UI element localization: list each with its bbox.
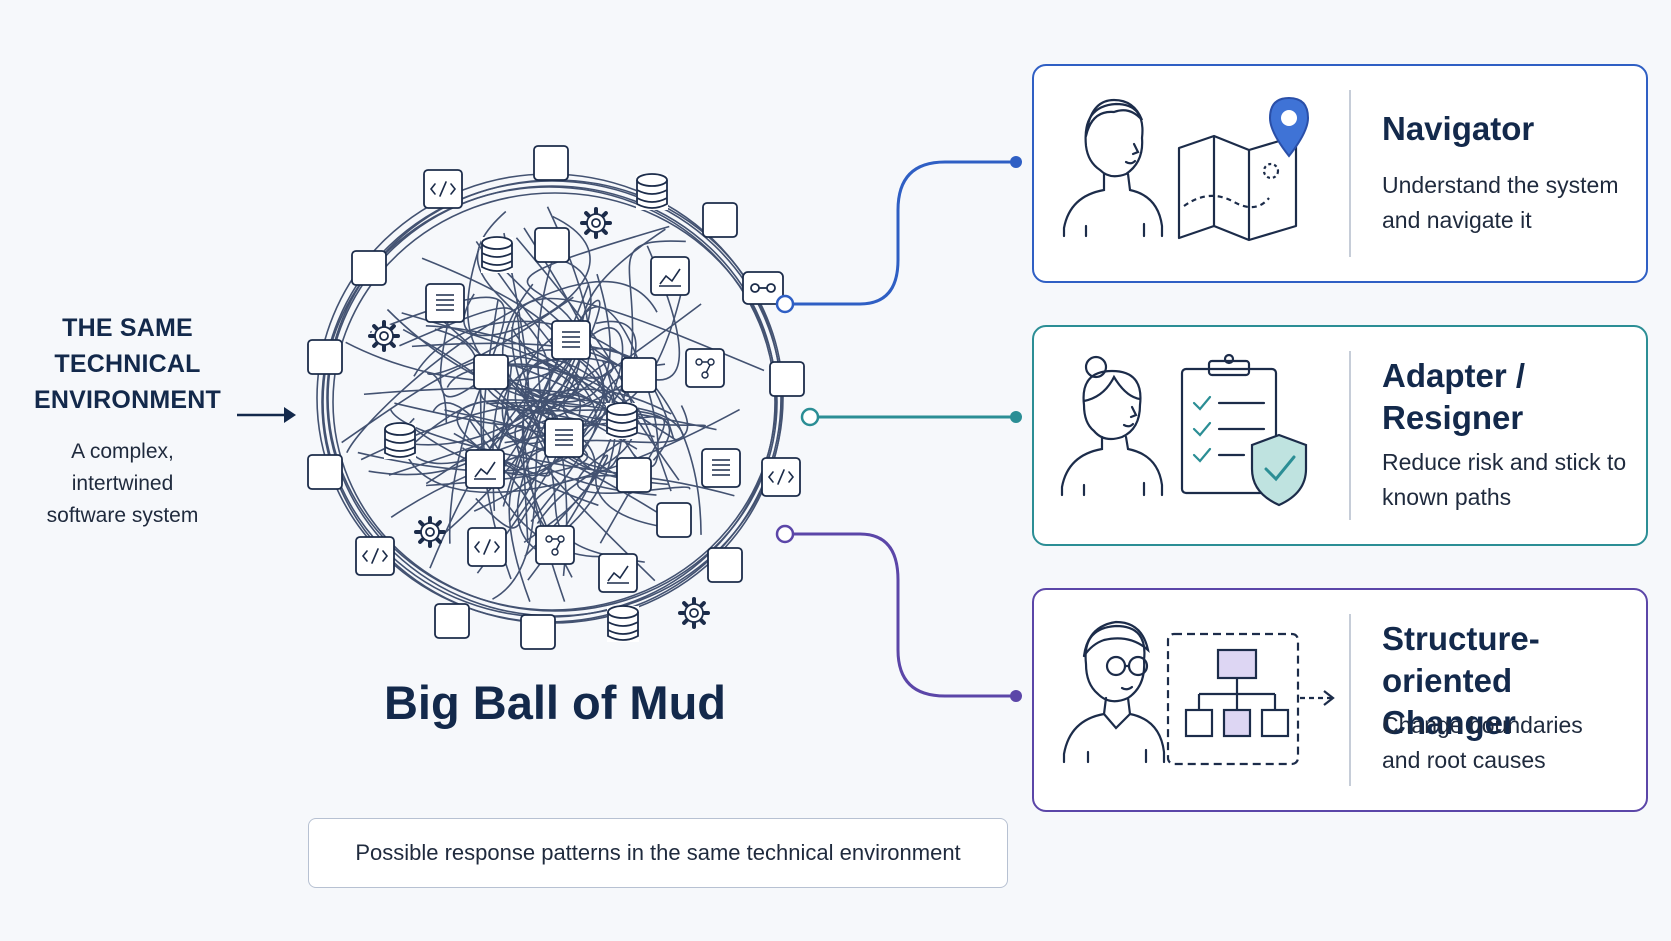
card-structure-oriented-changer: Structure-oriented Changer Change bounda…: [1032, 588, 1648, 812]
gear-icon: [368, 320, 400, 352]
card-divider: [1349, 614, 1351, 786]
doc-icon: [551, 320, 591, 360]
card-title: Adapter / Resigner: [1382, 355, 1636, 439]
doc-icon: [544, 418, 584, 458]
tangled-lines: [316, 173, 784, 624]
card-title-line: Changer: [1382, 704, 1516, 741]
connector-adapter: [800, 407, 1022, 427]
db-icon: [636, 173, 668, 210]
changer-illustration: [1062, 620, 1335, 766]
map-icon: [1177, 134, 1298, 242]
module-node: [769, 361, 805, 397]
card-description-line: known paths: [1382, 484, 1512, 510]
module-node: [351, 250, 387, 286]
environment-subtitle-line: A complex,: [71, 440, 174, 463]
flow-icon: [685, 348, 725, 388]
navigator-illustration: [1062, 96, 1310, 242]
toggle-icon: [742, 271, 784, 305]
checklist-clipboard-icon: [1180, 353, 1278, 495]
card-description: Understand the system and navigate it: [1382, 168, 1636, 238]
module-node: [434, 603, 470, 639]
module-node: [307, 339, 343, 375]
card-description-line: Reduce risk and stick to: [1382, 449, 1627, 475]
adapter-illustration: [1060, 353, 1308, 507]
db-icon: [481, 236, 513, 273]
db-icon: [384, 422, 416, 459]
card-divider: [1349, 90, 1351, 257]
db-icon: [607, 605, 639, 642]
card-title: Navigator: [1382, 108, 1636, 150]
environment-title-line: ENVIRONMENT: [34, 386, 221, 414]
flow-icon: [535, 525, 575, 565]
code-icon: [467, 527, 507, 567]
person-icon: [1060, 355, 1164, 497]
environment-title-line: TECHNICAL: [54, 350, 201, 378]
person-icon: [1062, 98, 1164, 238]
environment-subtitle-line: software system: [46, 504, 199, 527]
person-glasses-icon: [1062, 620, 1166, 764]
caption-text: Possible response patterns in the same t…: [355, 840, 961, 865]
db-icon: [606, 402, 638, 439]
card-description-line: Change boundaries: [1382, 712, 1583, 738]
chart-icon: [465, 449, 505, 489]
module-node: [616, 457, 652, 493]
doc-icon: [425, 283, 465, 323]
card-description: Reduce risk and stick to known paths: [1382, 445, 1636, 515]
module-node: [307, 454, 343, 490]
code-icon: [355, 536, 395, 576]
module-node: [473, 354, 509, 390]
environment-subtitle-line: intertwined: [71, 472, 174, 495]
card-title-line: Resigner: [1382, 399, 1524, 436]
shield-check-icon: [1250, 433, 1308, 507]
chart-icon: [650, 256, 690, 296]
chart-icon: [598, 553, 638, 593]
card-description-line: and root causes: [1382, 747, 1546, 773]
location-pin-icon: [1268, 96, 1310, 158]
card-title-line: Structure-oriented: [1382, 620, 1540, 699]
module-node: [621, 357, 657, 393]
gear-icon: [678, 597, 710, 629]
card-navigator: Navigator Understand the system and navi…: [1032, 64, 1648, 283]
big-ball-of-mud-title: Big Ball of Mud: [383, 676, 726, 729]
card-description-line: Understand the system: [1382, 172, 1619, 198]
code-icon: [761, 457, 801, 497]
input-arrow: [237, 407, 296, 423]
environment-title-line: THE SAME: [62, 314, 193, 342]
gear-icon: [580, 207, 612, 239]
module-node: [534, 227, 570, 263]
doc-icon: [701, 448, 741, 488]
environment-subtitle: A complex, intertwined software system: [20, 436, 225, 532]
card-title-line: Navigator: [1382, 110, 1535, 147]
module-node: [707, 547, 743, 583]
ball-nodes: [307, 145, 805, 650]
gear-icon: [414, 516, 446, 548]
card-title: Structure-oriented Changer: [1382, 618, 1636, 744]
module-node: [533, 145, 569, 181]
caption-box: Possible response patterns in the same t…: [308, 818, 1008, 888]
module-node: [520, 614, 556, 650]
card-adapter-resigner: Adapter / Resigner Reduce risk and stick…: [1032, 325, 1648, 546]
dashed-arrow-icon: [1300, 690, 1335, 706]
card-description-line: and navigate it: [1382, 207, 1532, 233]
card-divider: [1349, 351, 1351, 520]
environment-title: THE SAME TECHNICAL ENVIRONMENT: [20, 310, 235, 418]
hierarchy-icon: [1166, 632, 1300, 766]
card-title-line: Adapter /: [1382, 357, 1526, 394]
module-node: [656, 502, 692, 538]
code-icon: [423, 169, 463, 209]
connector-navigator: [775, 156, 1022, 314]
module-node: [702, 202, 738, 238]
card-description: Change boundaries and root causes: [1382, 708, 1636, 778]
connector-changer: [775, 524, 1022, 702]
